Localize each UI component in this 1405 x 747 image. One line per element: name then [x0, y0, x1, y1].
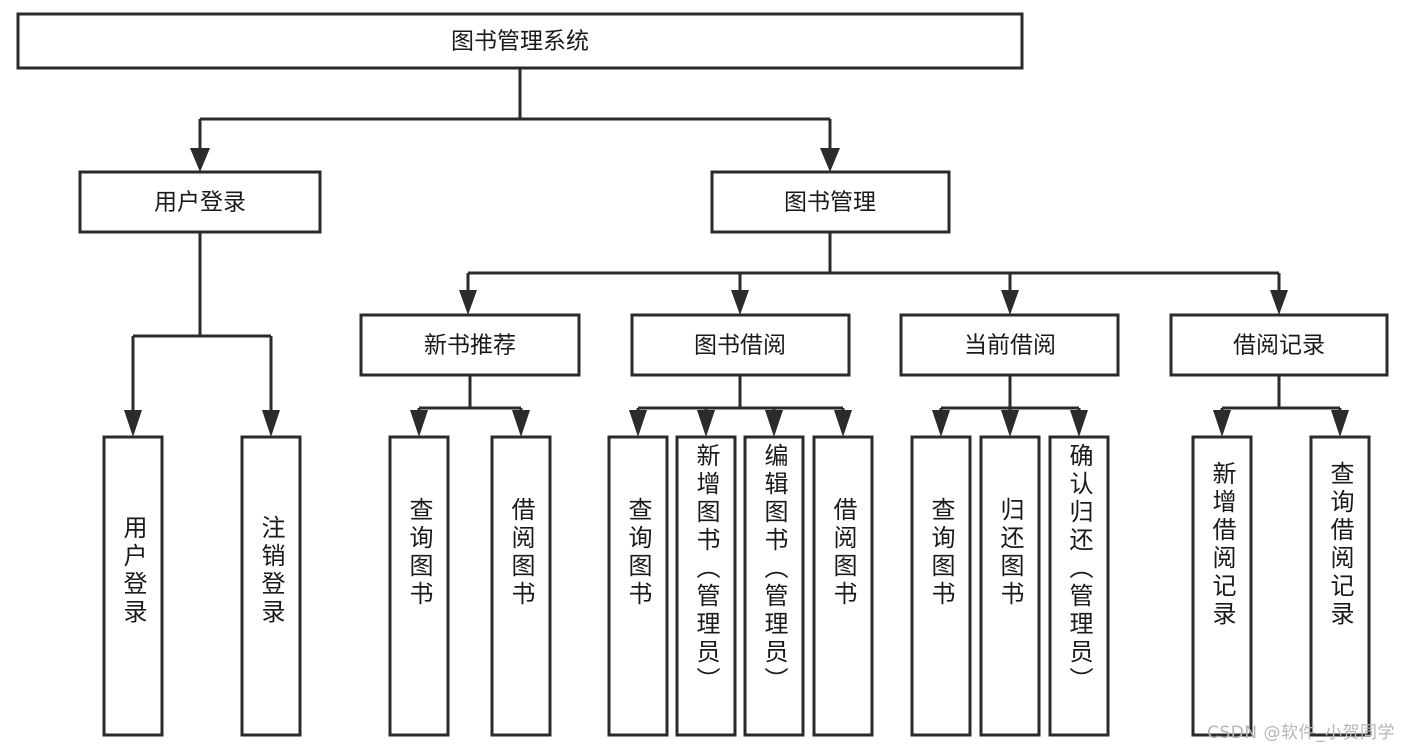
node-leaf-add-book[interactable] — [675, 435, 737, 737]
arrow-to-leaf-confirm-return — [1070, 410, 1088, 437]
node-leaf-query-book-2[interactable] — [607, 435, 669, 737]
node-book-manage-label: 图书管理 — [784, 190, 876, 216]
node-leaf-return-book[interactable] — [979, 435, 1041, 737]
node-leaf-query-book-3[interactable] — [910, 435, 972, 737]
node-new-book-recommend[interactable]: 新书推荐 — [359, 313, 581, 377]
arrow-to-current-borrow — [1001, 290, 1019, 315]
arrow-to-leaf-query-book-1 — [410, 410, 428, 437]
arrow-to-leaf-edit-book — [765, 410, 783, 437]
arrow-to-book-borrow — [731, 290, 749, 315]
arrow-to-leaf-add-record — [1213, 410, 1231, 437]
node-leaf-edit-book[interactable] — [743, 435, 805, 737]
arrow-to-leaf-query-book-3 — [932, 410, 950, 437]
node-leaf-query-book-1[interactable] — [388, 435, 450, 737]
node-borrow-record-label: 借阅记录 — [1233, 333, 1325, 359]
node-current-borrow[interactable]: 当前借阅 — [899, 313, 1120, 377]
arrow-to-book-manage — [820, 148, 840, 172]
arrow-to-leaf-user-login — [124, 410, 142, 437]
node-leaf-borrow-book-2[interactable] — [812, 435, 874, 737]
arrow-to-borrow-record — [1270, 290, 1288, 315]
arrow-to-leaf-borrow-book-2 — [834, 410, 852, 437]
node-leaf-user-logout[interactable] — [240, 435, 302, 737]
node-new-book-recommend-label: 新书推荐 — [424, 333, 516, 359]
arrow-to-new-book-recommend — [459, 290, 477, 315]
node-book-borrow-label: 图书借阅 — [694, 333, 786, 359]
node-layer: 图书管理系统 用户登录 图书管理 新书推荐 图书借阅 当前 — [16, 12, 1389, 737]
node-root-label: 图书管理系统 — [451, 29, 589, 55]
arrow-to-leaf-return-book — [1001, 410, 1019, 437]
arrow-to-leaf-query-book-2 — [629, 410, 647, 437]
node-root[interactable]: 图书管理系统 — [16, 12, 1024, 70]
node-leaf-borrow-book-1[interactable] — [490, 435, 552, 737]
node-user-login-label: 用户登录 — [154, 190, 246, 216]
csdn-watermark: CSDN @软件_小贺同学 — [1207, 723, 1395, 743]
node-book-manage[interactable]: 图书管理 — [710, 170, 951, 234]
arrow-to-leaf-user-logout — [262, 410, 280, 437]
node-leaf-confirm-return[interactable] — [1048, 435, 1110, 737]
node-book-borrow[interactable]: 图书借阅 — [630, 313, 851, 377]
arrow-to-leaf-borrow-book-1 — [512, 410, 530, 437]
node-leaf-add-record[interactable] — [1191, 435, 1253, 737]
node-borrow-record[interactable]: 借阅记录 — [1169, 313, 1389, 377]
arrow-to-user-login — [190, 148, 210, 172]
arrow-to-leaf-query-record — [1331, 410, 1349, 437]
node-leaf-query-record[interactable] — [1309, 435, 1371, 737]
node-leaf-user-login[interactable] — [102, 435, 164, 737]
node-current-borrow-label: 当前借阅 — [964, 333, 1056, 359]
arrow-to-leaf-add-book — [697, 410, 715, 437]
node-user-login[interactable]: 用户登录 — [78, 170, 322, 234]
connector-layer — [124, 68, 1349, 437]
